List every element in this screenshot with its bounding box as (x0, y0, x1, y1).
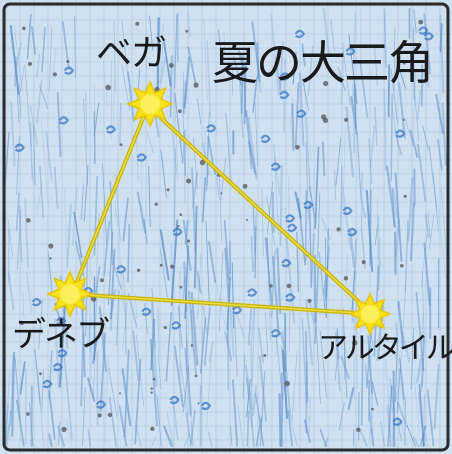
altair-label: アルタイル (318, 331, 452, 366)
vega-label: ベガ (96, 33, 167, 74)
deneb-star-icon (46, 270, 94, 318)
drawing-title: 夏の大三角 (212, 36, 434, 90)
summer-triangle-lines-highlight (71, 105, 373, 315)
crayon-sky-strokes (4, 7, 448, 448)
altair-star-icon (348, 292, 392, 336)
vega-star-icon (126, 80, 174, 128)
sky-specks (19, 19, 424, 433)
deneb-label: デネブ (12, 315, 110, 355)
